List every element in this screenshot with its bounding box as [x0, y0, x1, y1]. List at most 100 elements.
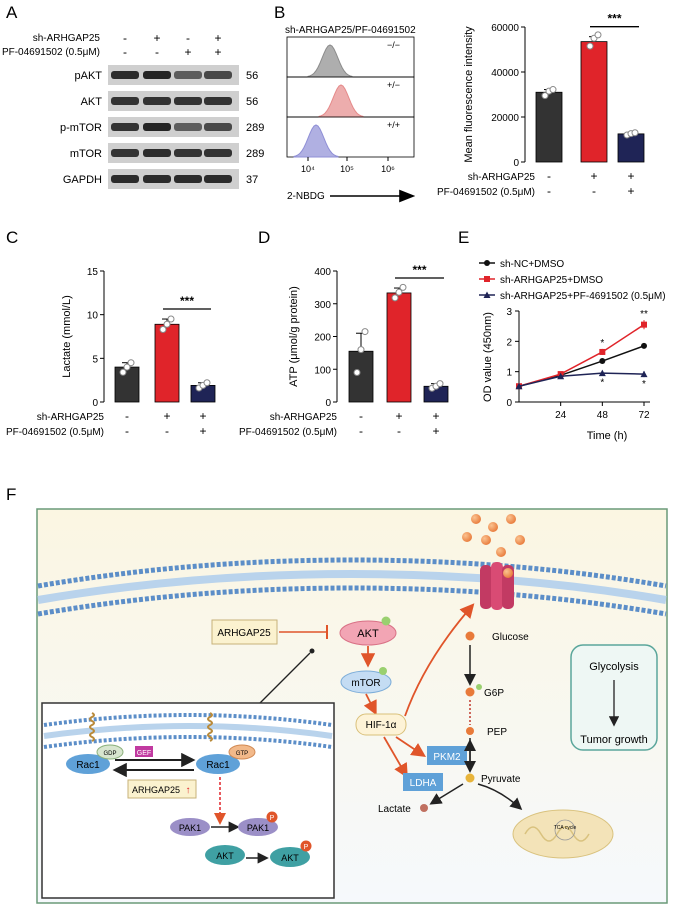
- chartD-ytick-label-3: 300: [314, 300, 331, 311]
- flow-row-label-2: +/+: [387, 120, 400, 130]
- band-kda-0: 56: [246, 70, 258, 82]
- flow-xtick-label-2: 10⁶: [381, 164, 395, 174]
- chartC-bar-1: [154, 323, 180, 403]
- band-kda-2: 289: [246, 122, 264, 134]
- blot-strip-1: [108, 91, 239, 111]
- pyruvate-lactate-arrow: [429, 783, 464, 805]
- panel-label-a: A: [6, 3, 18, 22]
- chartB-point-1-0: [586, 42, 594, 50]
- e-ytick-label-2: 2: [506, 337, 512, 348]
- panel-label-c: C: [6, 228, 18, 247]
- chartC-ytick-label-0: 0: [92, 398, 98, 409]
- blot-band-1-0: [111, 97, 139, 105]
- band-name-0: pAKT: [74, 70, 102, 82]
- chartD-sig-label: ***: [412, 263, 426, 277]
- inset-arhgap25-label: ARHGAP25: [132, 785, 180, 795]
- blot-band-2-3: [204, 123, 232, 131]
- pak1-left-label: PAK1: [179, 823, 201, 833]
- chartD-cond-1-name: PF-04691502 (0.5μM): [239, 427, 337, 438]
- chartC-point-1-2: [167, 315, 175, 323]
- chartD-cond-1-mark-2: +: [432, 424, 439, 438]
- blot-band-1-3: [204, 97, 232, 105]
- chartD-cond-0-name: sh-ARHGAP25: [270, 412, 338, 423]
- blot-band-0-1: [143, 71, 171, 79]
- blot-band-1-1: [143, 97, 171, 105]
- cond-a-0-mark-1: +: [153, 31, 160, 45]
- e-point-0-2: [599, 358, 606, 365]
- chartD-point-0-2: [361, 328, 369, 336]
- band-name-2: p-mTOR: [60, 122, 102, 134]
- gef-node: [135, 746, 153, 757]
- mtor-node: [340, 670, 392, 694]
- glucose-ball-3: [481, 535, 491, 545]
- chartD-cond-1-mark-0: -: [359, 424, 363, 438]
- inset-membrane-inner: [43, 735, 333, 749]
- band-kda-4: 37: [246, 174, 258, 186]
- e-xlabel: Time (h): [587, 430, 628, 442]
- e-series-line-1: [518, 324, 645, 387]
- flow-row-label-0: −/−: [387, 40, 400, 50]
- cond-a-1-mark-1: -: [155, 45, 159, 59]
- chartB-cond-1-mark-2: +: [627, 184, 634, 198]
- chartD-ytick-label-4: 400: [314, 267, 331, 278]
- chartB-cond-0-name: sh-ARHGAP25: [468, 172, 536, 183]
- rac1-left-label: Rac1: [76, 760, 100, 771]
- akt-phospho: [381, 616, 391, 626]
- chartB-ylabel: Mean fluorescence intensity: [463, 26, 475, 163]
- hif-node: [355, 713, 407, 736]
- blot-band-4-3: [204, 175, 232, 183]
- blot-band-2-0: [111, 123, 139, 131]
- inset-up-arrow: ↑: [186, 785, 191, 796]
- chartD-cond-0-mark-0: -: [359, 409, 363, 423]
- akt-right-label: AKT: [281, 853, 299, 863]
- rac1-right-label: Rac1: [206, 760, 230, 771]
- inset-connector-dot: [309, 648, 315, 654]
- flow-histogram-0: [307, 44, 353, 78]
- e-point-2-3: [640, 370, 648, 378]
- mitochondrion: TCA cycle: [512, 809, 614, 859]
- chartC-cond-1-name: PF-04691502 (0.5μM): [6, 427, 104, 438]
- akt-left-label: AKT: [216, 851, 234, 861]
- band-name-4: GAPDH: [63, 174, 102, 186]
- pak1-right-label: PAK1: [247, 823, 269, 833]
- chartD-cond-1-mark-1: -: [397, 424, 401, 438]
- e-point-0-3: [641, 342, 647, 349]
- panel-label-d: D: [258, 228, 270, 247]
- glucose-ball-4: [496, 547, 506, 557]
- glucose-ball-6: [462, 532, 472, 542]
- e-legend-marker-1: [484, 276, 490, 282]
- ldha-node: [403, 773, 443, 791]
- chartB-cond-1-name: PF-04691502 (0.5μM): [437, 187, 535, 198]
- flow-title: sh-ARHGAP25/PF-04691502: [285, 25, 416, 36]
- chartC-cond-0-name: sh-ARHGAP25: [37, 412, 105, 423]
- glucose-ball-5: [515, 535, 525, 545]
- e-sig-bottom-0: *: [600, 378, 604, 389]
- chartC-cond-1-mark-2: +: [199, 424, 206, 438]
- hif-label: HIF-1α: [366, 720, 397, 731]
- e-legend-label-0: sh-NC+DMSO: [500, 259, 564, 270]
- pak1-left-node: [170, 818, 210, 836]
- akt-phospho-inset: [300, 840, 312, 852]
- chartB-cond-0-mark-0: -: [547, 169, 551, 183]
- chartB-sig-label: ***: [607, 12, 621, 26]
- hif-ldha-arrow: [383, 736, 408, 779]
- akt-label: AKT: [357, 628, 379, 640]
- chartD-point-1-0: [391, 294, 399, 302]
- cond-a-1-mark-0: -: [123, 45, 127, 59]
- rac1-left-node: [66, 754, 110, 774]
- chartC-cond-1-mark-0: -: [125, 424, 129, 438]
- chartC-ytick-label-2: 10: [87, 311, 99, 322]
- cond-a-0-mark-0: -: [123, 31, 127, 45]
- pak1-right-node: [238, 818, 278, 836]
- blot-band-4-1: [143, 175, 171, 183]
- hif-transporter-arrow: [404, 603, 475, 717]
- mtor-hif-arrow: [363, 693, 377, 716]
- chartD-cond-0-mark-2: +: [432, 409, 439, 423]
- chartB-cond-1-mark-0: -: [547, 184, 551, 198]
- glucose-ball-2: [506, 514, 516, 524]
- blot-band-0-3: [204, 71, 232, 79]
- g6p-label: G6P: [484, 688, 504, 699]
- chartB-point-2-2: [631, 129, 639, 137]
- chartD-point-0-1: [357, 346, 365, 354]
